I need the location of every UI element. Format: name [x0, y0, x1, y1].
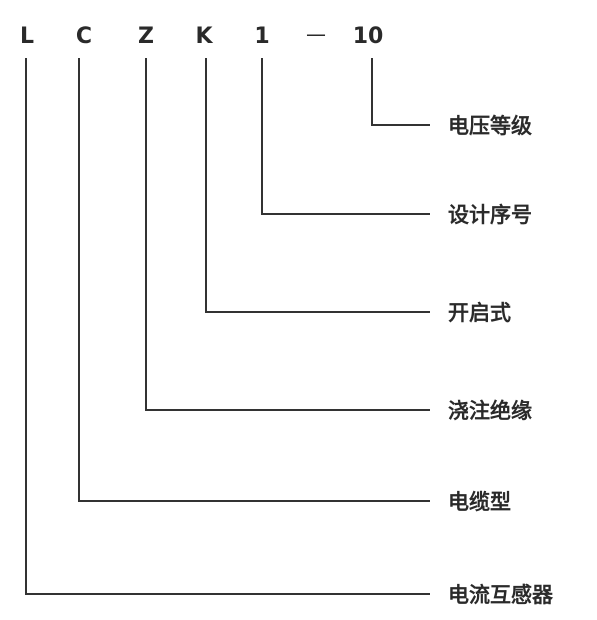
code-letter-10: 10: [353, 24, 384, 49]
leader-line-1: [261, 58, 430, 215]
code-letter-k: K: [195, 24, 213, 49]
code-letter-c: C: [76, 24, 92, 49]
code-letter-l: L: [20, 24, 34, 49]
label-design-serial: 设计序号: [448, 203, 532, 227]
label-cast-insulation: 浇注绝缘: [448, 399, 532, 423]
label-voltage-level: 电压等级: [448, 114, 532, 138]
label-current-transformer: 电流互感器: [448, 583, 554, 607]
leader-line-10: [371, 58, 430, 126]
leader-line-c: [78, 58, 430, 502]
code-letter-z: Z: [138, 24, 154, 49]
leader-line-z: [145, 58, 430, 411]
label-open-type: 开启式: [448, 301, 511, 325]
code-dash: —: [306, 22, 326, 46]
leader-line-k: [205, 58, 430, 313]
leader-line-l: [25, 58, 430, 595]
code-letter-1: 1: [254, 24, 269, 49]
label-cable-type: 电缆型: [448, 490, 511, 514]
